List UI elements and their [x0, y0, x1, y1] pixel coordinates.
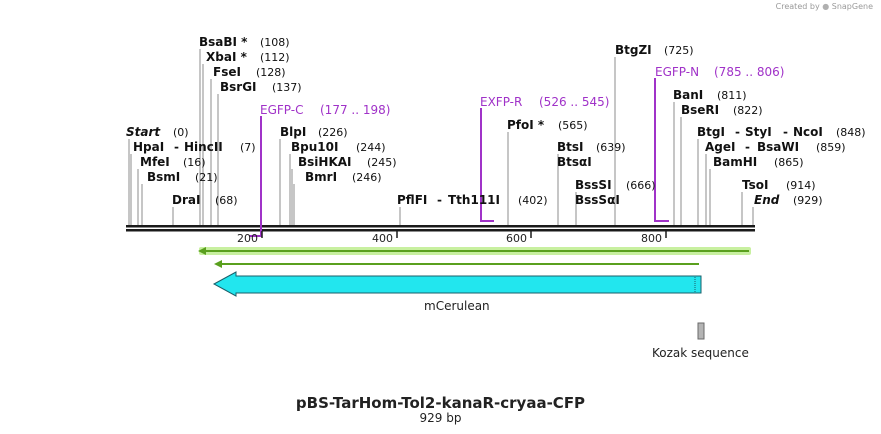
site-bmri: BmrI [305, 170, 337, 184]
site-pfoi: PfoI * [507, 118, 545, 132]
site-hincii: HincII [184, 140, 223, 154]
snapgene-logo-icon: ● [822, 2, 830, 11]
primer-egfp-c-range: (177 .. 198) [320, 103, 390, 117]
site-bani-pos: (811) [717, 89, 747, 102]
site-start: Start [126, 125, 161, 139]
site-end: End [754, 193, 780, 207]
site-start-pos: (0) [173, 126, 189, 139]
site-bmri-pos: (246) [352, 171, 382, 184]
dna-backbone [126, 225, 755, 232]
credit-text: Created by [775, 2, 820, 11]
kozak-feature[interactable]: Kozak sequence [652, 322, 749, 360]
site-ncoi-pos: (848) [836, 126, 866, 139]
site-blpi: BlpI [280, 125, 306, 139]
site-drai: DraI [172, 193, 200, 207]
backbone-top-strand [126, 225, 755, 228]
mcerulean-label: mCerulean [424, 299, 490, 313]
site-xbai: XbaI * [206, 50, 248, 64]
site-bamhi: BamHI [713, 155, 757, 169]
orf-arrow-inner[interactable] [214, 260, 699, 268]
ruler-label-400: 400 [372, 232, 393, 245]
site-bseri-pos: (822) [733, 104, 763, 117]
plasmid-length: 929 bp [419, 411, 462, 425]
site-btgi: BtgI [697, 125, 725, 139]
site-bsihkai-pos: (245) [367, 156, 397, 169]
primer-labels: EGFP-C (177 .. 198) EXFP-R (526 .. 545) … [260, 65, 784, 117]
site-pflfi-dash: - [437, 193, 442, 207]
primer-exfp-r-range: (526 .. 545) [539, 95, 609, 109]
site-bsmi: BsmI [147, 170, 180, 184]
primer-egfp-c[interactable] [249, 116, 262, 237]
site-ncoi: NcoI [793, 125, 823, 139]
primer-egfp-n[interactable] [654, 78, 669, 222]
site-tth111i: Tth111I [448, 193, 500, 207]
site-styi-dash: - [783, 125, 788, 139]
site-bsrgi-pos: (137) [272, 81, 302, 94]
primer-exfp-r-label: EXFP-R [480, 95, 522, 109]
site-blpi-pos: (226) [318, 126, 348, 139]
snapgene-credit: Created by ● SnapGene [776, 2, 873, 11]
site-leader-lines [128, 49, 754, 225]
site-bsabi-pos: (108) [260, 36, 290, 49]
primer-egfp-n-range: (785 .. 806) [714, 65, 784, 79]
site-tth111i-pos: (402) [518, 194, 548, 207]
primer-egfp-n-label: EGFP-N [655, 65, 699, 79]
site-btsalphai: BtsαI [557, 155, 592, 169]
ruler: 200 400 600 800 [237, 231, 667, 245]
credit-brand: SnapGene [831, 2, 873, 11]
site-bsrgi: BsrGI [220, 80, 257, 94]
site-agei: AgeI [705, 140, 735, 154]
ruler-label-200: 200 [237, 232, 258, 245]
primer-egfp-c-label: EGFP-C [260, 103, 303, 117]
site-xbai-pos: (112) [260, 51, 290, 64]
site-bsawi-pos: (859) [816, 141, 846, 154]
site-tsoi: TsoI [742, 178, 768, 192]
mcerulean-feature[interactable]: mCerulean [212, 271, 702, 313]
site-bsabi: BsaBI * [199, 35, 248, 49]
site-btgi-dash: - [735, 125, 740, 139]
site-bpu10i: Bpu10I [291, 140, 338, 154]
site-btsi: BtsI [557, 140, 584, 154]
site-bsssalphai: BssSαI [575, 193, 620, 207]
site-fsei-pos: (128) [256, 66, 286, 79]
site-pfoi-pos: (565) [558, 119, 588, 132]
site-bsihkai: BsiHKAI [298, 155, 352, 169]
site-btgzi-pos: (725) [664, 44, 694, 57]
site-hpai-dash: - [174, 140, 179, 154]
site-agei-dash: - [745, 140, 750, 154]
site-drai-pos: (68) [215, 194, 238, 207]
site-labels: Start (0) HpaI - HincII (7) MfeI (16) Bs… [126, 35, 866, 207]
site-bseri: BseRI [681, 103, 719, 117]
site-btgzi: BtgZI [615, 43, 652, 57]
site-end-pos: (929) [793, 194, 823, 207]
site-bsssi: BssSI [575, 178, 612, 192]
site-hpai: HpaI [133, 140, 164, 154]
site-bsssi-pos: (666) [626, 179, 656, 192]
site-pflfi: PflFI [397, 193, 427, 207]
site-mfei-pos: (16) [183, 156, 206, 169]
site-fsei: FseI [213, 65, 241, 79]
site-btsi-pos: (639) [596, 141, 626, 154]
orf-arrow-outer[interactable] [198, 247, 751, 255]
site-bsmi-pos: (21) [195, 171, 218, 184]
site-bpu10i-pos: (244) [356, 141, 386, 154]
primer-exfp-r[interactable] [480, 108, 494, 222]
ruler-label-600: 600 [506, 232, 527, 245]
site-hincii-pos: (7) [240, 141, 256, 154]
plasmid-title: pBS-TarHom-Tol2-kanaR-cryaa-CFP [295, 394, 586, 412]
backbone-bottom-strand [126, 229, 755, 232]
site-tsoi-pos: (914) [786, 179, 816, 192]
site-bani: BanI [673, 88, 703, 102]
kozak-label: Kozak sequence [652, 346, 749, 360]
site-bamhi-pos: (865) [774, 156, 804, 169]
site-mfei: MfeI [140, 155, 170, 169]
site-styi: StyI [745, 125, 772, 139]
ruler-label-800: 800 [641, 232, 662, 245]
site-bsawi: BsaWI [757, 140, 799, 154]
